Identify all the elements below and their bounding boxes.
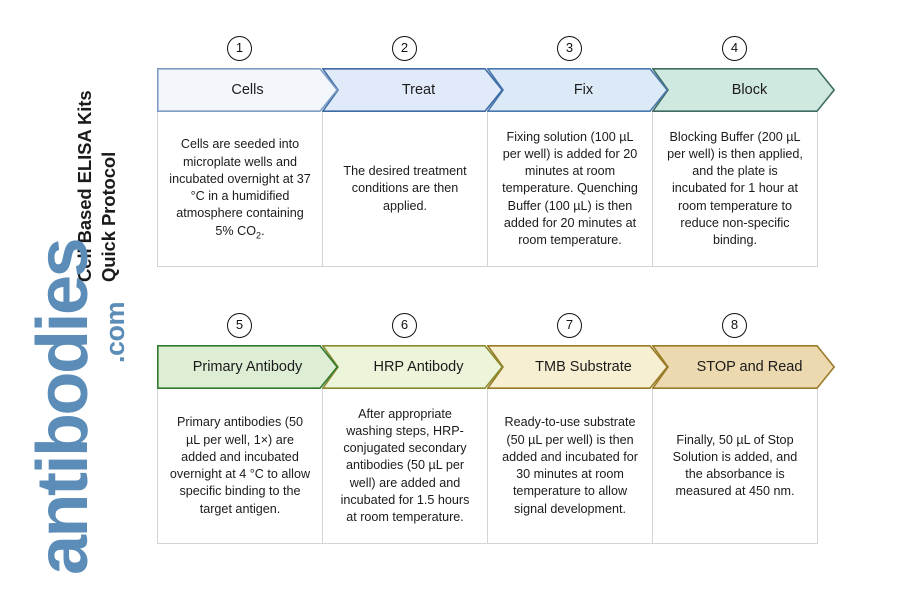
step-body-2: The desired treatment conditions are the…	[322, 112, 488, 267]
step-header-7[interactable]: TMB Substrate	[487, 345, 668, 389]
step-body-text: Fixing solution (100 µL per well) is add…	[502, 129, 638, 248]
step-header-label: HRP Antibody	[373, 359, 464, 375]
step-number-strip: 5 6 7 8	[157, 313, 844, 345]
step-body-3: Fixing solution (100 µL per well) is add…	[487, 112, 653, 267]
step-header-2[interactable]: Treat	[322, 68, 503, 112]
step-header-label: Primary Antibody	[192, 359, 303, 375]
step-number-3: 3	[557, 36, 582, 61]
step-number-8: 8	[722, 313, 747, 338]
logo-wordmark: antibodies	[23, 239, 103, 575]
chevron-shape	[487, 345, 668, 389]
step-body-5: Primary antibodies (50 µL per well, 1×) …	[157, 389, 323, 544]
step-number-6: 6	[392, 313, 417, 338]
step-number-7: 7	[557, 313, 582, 338]
step-number-5: 5	[227, 313, 252, 338]
logo-tld: .com	[100, 301, 130, 363]
step-header-label: TMB Substrate	[535, 359, 632, 375]
step-body-1: Cells are seeded into microplate wells a…	[157, 112, 323, 267]
step-body-text: After appropriate washing steps, HRP-con…	[340, 406, 470, 525]
step-number-4: 4	[722, 36, 747, 61]
chevron-shape	[157, 68, 338, 112]
step-header-label: STOP and Read	[696, 359, 803, 375]
step-body-text: Primary antibodies (50 µL per well, 1×) …	[169, 415, 311, 516]
antibodies-logo-watermark: antibodies .com	[8, 240, 148, 585]
step-number-2: 2	[392, 36, 417, 61]
step-body-text: The desired treatment conditions are the…	[343, 164, 467, 213]
chevron-shape	[157, 345, 338, 389]
step-body-4: Blocking Buffer (200 µL per well) is the…	[652, 112, 818, 267]
step-body-text: Ready-to-use substrate (50 µL per well) …	[502, 415, 638, 516]
step-body-8: Finally, 50 µL of Stop Solution is added…	[652, 389, 818, 544]
step-header-strip: Cells Treat Fix Block	[157, 68, 844, 112]
step-header-label: Fix	[573, 82, 594, 98]
step-body-text: Blocking Buffer (200 µL per well) is the…	[667, 129, 803, 248]
step-number-1: 1	[227, 36, 252, 61]
step-header-6[interactable]: HRP Antibody	[322, 345, 503, 389]
step-header-strip: Primary Antibody HRP Antibody TMB Substrat…	[157, 345, 844, 389]
step-header-label: Cells	[231, 82, 264, 98]
step-body-text: Cells are seeded into microplate wells a…	[169, 137, 311, 241]
step-header-label: Block	[731, 82, 768, 98]
step-body-7: Ready-to-use substrate (50 µL per well) …	[487, 389, 653, 544]
chevron-shape	[487, 68, 668, 112]
chevron-shape	[652, 68, 835, 112]
step-body-strip: Cells are seeded into microplate wells a…	[157, 112, 844, 267]
step-header-4[interactable]: Block	[652, 68, 835, 112]
step-header-label: Treat	[401, 82, 436, 98]
step-body-strip: Primary antibodies (50 µL per well, 1×) …	[157, 389, 844, 544]
step-number-strip: 1 2 3 4	[157, 36, 844, 68]
step-header-1[interactable]: Cells	[157, 68, 338, 112]
step-body-text: Finally, 50 µL of Stop Solution is added…	[672, 432, 798, 499]
step-body-6: After appropriate washing steps, HRP-con…	[322, 389, 488, 544]
chevron-shape	[322, 68, 503, 112]
step-header-5[interactable]: Primary Antibody	[157, 345, 338, 389]
step-header-8[interactable]: STOP and Read	[652, 345, 835, 389]
chevron-shape	[652, 345, 835, 389]
chevron-shape	[322, 345, 503, 389]
step-header-3[interactable]: Fix	[487, 68, 668, 112]
